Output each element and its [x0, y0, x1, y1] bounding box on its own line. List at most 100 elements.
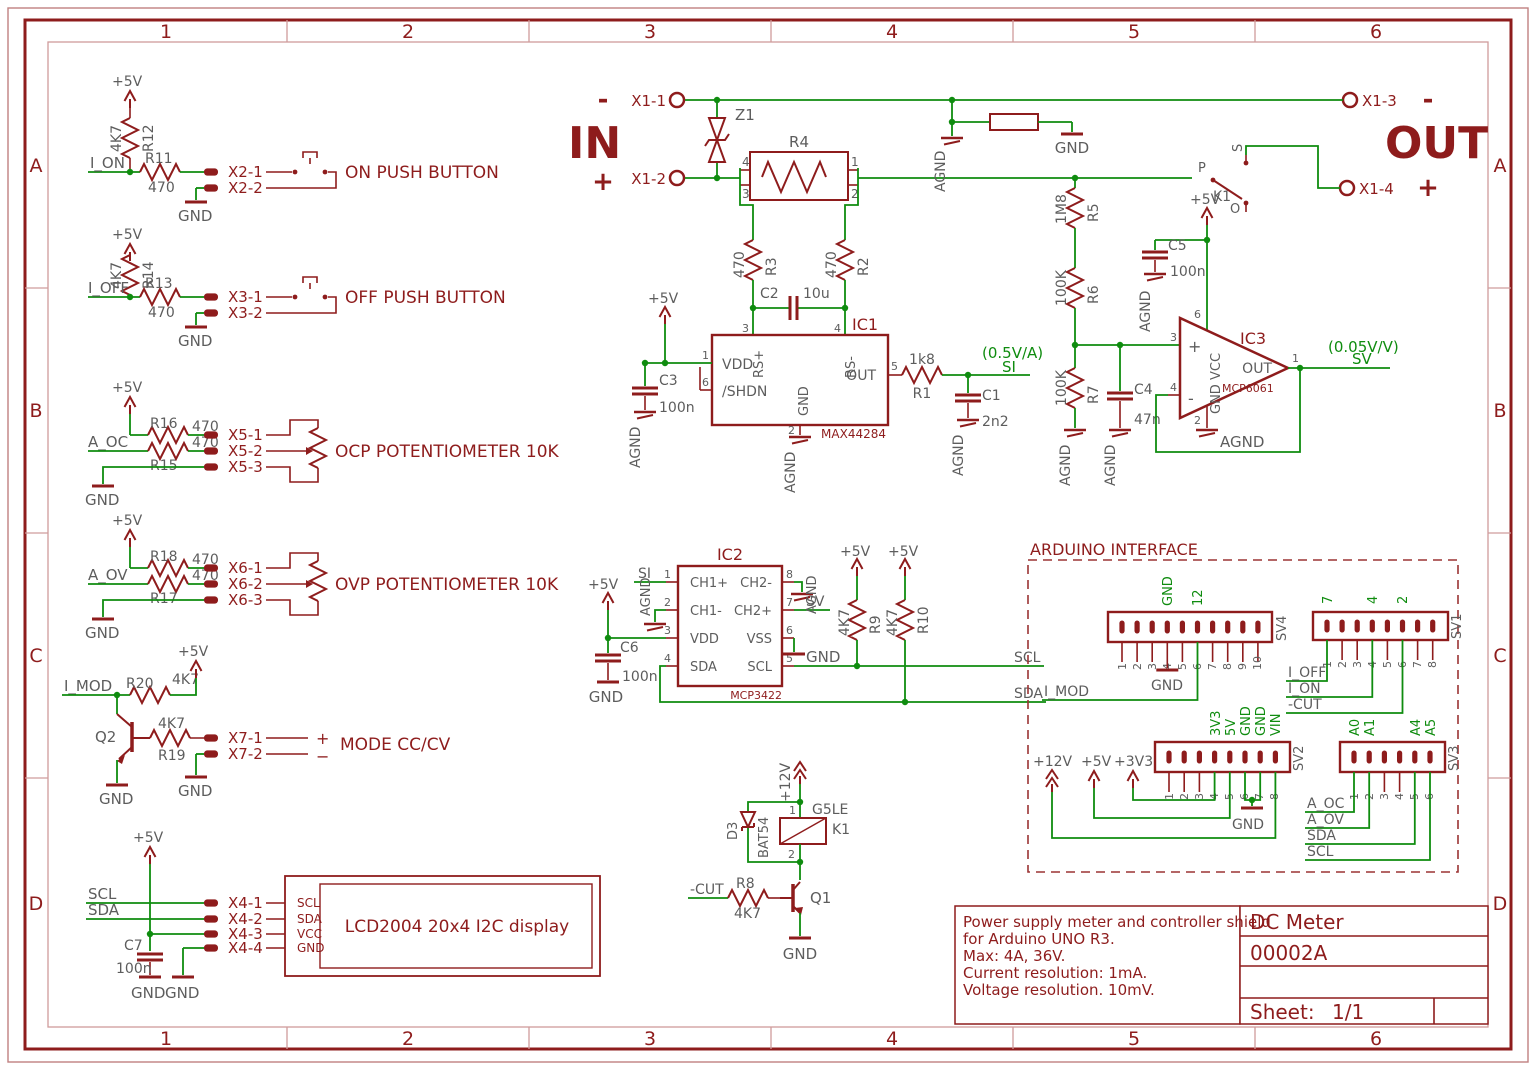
relay-driver: +12V G5LE 1 K1 2 D3 BAT54 Q1 GND -CUT R8…: [688, 761, 850, 963]
tvs-z1: [704, 117, 730, 163]
pin-name: OUT: [846, 368, 876, 384]
gnd-label: GND: [178, 207, 212, 225]
cap-name: C6: [620, 640, 639, 656]
col-label-bottom: 2: [402, 1028, 414, 1050]
connector-name: SV4: [1275, 616, 1290, 641]
row-label-left: C: [29, 645, 42, 667]
pad-label: X4-3: [228, 925, 263, 943]
pin-number: 7: [786, 596, 793, 609]
resistor-name: R8: [736, 876, 755, 892]
resistor-name: R11: [145, 151, 173, 167]
resistor-value: 4K7: [172, 672, 199, 688]
supply-label: +5V: [840, 544, 871, 560]
lcd-pin: VCC: [297, 927, 322, 941]
out-plus: +: [1417, 173, 1439, 203]
resistor-name: R16: [150, 416, 178, 432]
io-terminals: - IN + X1-1 X1-2 X1-3 - OUT X1-4 +: [568, 85, 1488, 203]
resistor-name: R5: [1086, 203, 1102, 222]
gnd-label: GND: [99, 790, 133, 808]
off-button-circuit: +5V 4K7 R14 I_OFF R13 470 X3-1 X3-2 GND …: [88, 227, 506, 350]
mode-circuit: I_MOD R20 4K7 +5V Q2 GND 4K7 R19 X7-1 X7…: [62, 644, 451, 808]
pad-label: X7-1: [228, 729, 263, 747]
pin-number: 2: [1178, 793, 1191, 800]
col-label-bottom: 1: [160, 1028, 172, 1050]
agnd-label: AGND: [805, 576, 820, 614]
pin-number: 4: [1393, 793, 1406, 800]
pin-number: 5: [1176, 663, 1189, 670]
pin-name: /SHDN: [722, 384, 767, 400]
diode-name: D3: [726, 822, 741, 840]
resistor-name: R20: [126, 676, 154, 692]
supply-label: +5V: [112, 227, 143, 243]
resistor-name: R3: [764, 257, 780, 276]
shunt-pin: 4: [742, 155, 750, 169]
pin-number: 2: [1336, 661, 1349, 668]
cap-value: 10u: [803, 286, 830, 302]
header-signal: 4: [1366, 596, 1381, 604]
net-label: I_ON: [90, 154, 125, 173]
cap-value: 47n: [1134, 412, 1161, 428]
relay-name: K1: [832, 822, 850, 838]
shunt-pin: 3: [742, 187, 750, 201]
resistor-name: R7: [1086, 385, 1102, 404]
resistor-value: 470: [824, 251, 840, 278]
pin-name: VDD: [690, 632, 719, 647]
resistor-value: 470: [192, 435, 219, 451]
header-sv4: SV4 GND 12 1 2 3 4 5 6 7 8 9 10 GND I_MO…: [1042, 576, 1290, 701]
resistor-name: R14: [141, 261, 157, 289]
cap-name: C1: [982, 388, 1001, 404]
pin-number: 7: [1411, 661, 1424, 668]
gain-label: (0.05V/V): [1328, 338, 1399, 356]
col-label-top: 2: [402, 21, 414, 43]
header-sv1: SV1 7 4 2 1 2 3 4 5 6 7 8 I_OFF I_ON -CU…: [1286, 596, 1465, 714]
row-label-right: C: [1493, 645, 1506, 667]
resistor-value: 4K7: [109, 125, 125, 152]
cap-name: C4: [1134, 382, 1153, 398]
resistor-name: R19: [158, 748, 186, 764]
agnd-label: AGND: [1058, 445, 1074, 486]
row-label-left: B: [29, 400, 42, 422]
pin-number: 6: [1194, 308, 1201, 321]
pad-label: X2-1: [228, 163, 263, 181]
terminal-label: X1-4: [1359, 180, 1394, 198]
shunt-name: R4: [789, 133, 809, 151]
gnd-label: GND: [1151, 678, 1183, 694]
pin-name: RS+: [752, 350, 767, 378]
out-label: OUT: [1385, 118, 1488, 169]
col-label-top: 3: [644, 21, 656, 43]
transistor-name: Q2: [95, 728, 116, 746]
circuit-caption: MODE CC/CV: [340, 735, 451, 755]
ic1-current-sense: IC1 MAX44284 3 4 VDD /SHDN RS+ RS- GND O…: [628, 291, 1043, 493]
arduino-interface: ARDUINO INTERFACE SV4 GND 12 1 2 3 4 5 6…: [1027, 540, 1465, 873]
col-label-top: 5: [1128, 21, 1140, 43]
voltage-divider: 1M8 R5 100K R6 100K R7 AGND C4 47n AGND: [1054, 178, 1180, 486]
sheet-value: 1/1: [1332, 1000, 1364, 1024]
gnd-label: GND: [85, 491, 119, 509]
ic-part: MCP6061: [1222, 382, 1274, 395]
supply-label: +5V: [1081, 754, 1112, 770]
pin-number: 3: [1351, 661, 1364, 668]
cap-value: 100n: [1170, 264, 1206, 280]
cap-value: 2n2: [982, 414, 1009, 430]
ocp-pot-circuit: +5V R16 470 A_OC 470 R15 GND X5-1 X5-2 X…: [85, 380, 560, 509]
pin-name: CH2-: [740, 576, 772, 591]
ic2-adc: IC2 MCP3422 1 2 3 4 8 7 6 5 CH1+ CH1- VD…: [588, 544, 1046, 706]
agnd-label: AGND: [639, 578, 654, 616]
net-label: SI: [638, 566, 651, 582]
cap-value: 100n: [622, 669, 658, 685]
connector-name: SV3: [1447, 746, 1462, 771]
gnd-label: GND: [85, 624, 119, 642]
pin-number: 4: [1170, 381, 1177, 394]
resistor-value: 1M8: [1054, 194, 1070, 224]
pin-number: 1: [1292, 352, 1299, 365]
opamp-minus: -: [1188, 389, 1194, 408]
agnd-label: AGND: [951, 435, 967, 476]
pad-label: X7-2: [228, 745, 263, 763]
pin-number: 2: [788, 848, 795, 861]
resistor-value: 470: [732, 251, 748, 278]
resistor-name: R6: [1086, 285, 1102, 304]
supply-label: +5V: [1190, 192, 1221, 208]
agnd-label: AGND: [933, 151, 949, 192]
contact-s: S: [1231, 144, 1246, 152]
pin-number: 4: [664, 652, 671, 665]
